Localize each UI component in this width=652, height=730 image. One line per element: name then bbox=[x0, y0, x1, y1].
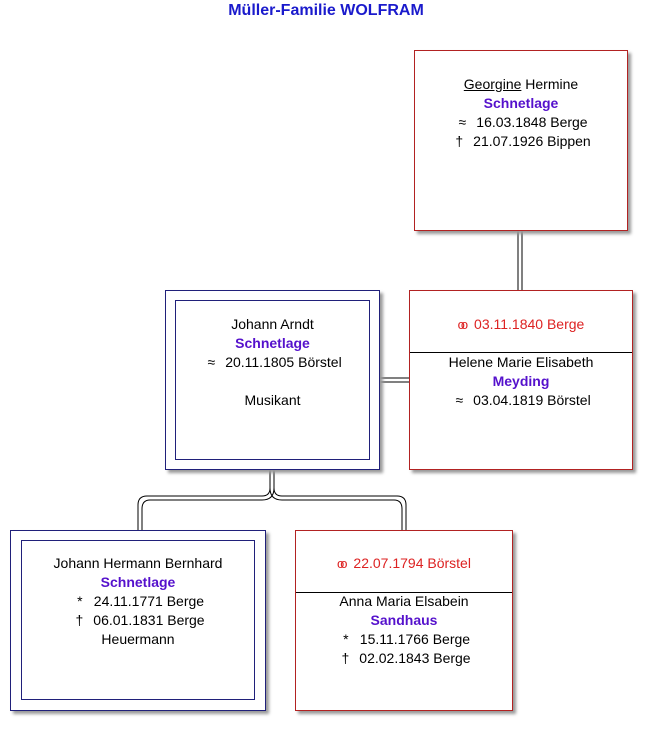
johann-hermann-birth: 24.11.1771 Berge bbox=[93, 593, 205, 609]
marriage-rings-icon: oo bbox=[337, 556, 348, 571]
baptism-icon: ≈ bbox=[455, 392, 464, 408]
person-box-johann-arndt[interactable]: Johann Arndt Schnetlage ≈ 20.11.1805 Bör… bbox=[165, 290, 380, 470]
anna-maria-death-line: † 02.02.1843 Berge bbox=[296, 649, 512, 668]
johann-arndt-given-names: Johann Arndt bbox=[231, 316, 314, 332]
johann-hermann-surname: Schnetlage bbox=[100, 574, 176, 590]
georgine-baptism: 16.03.1848 Berge bbox=[476, 114, 588, 130]
inner-frame bbox=[21, 540, 255, 700]
baptism-icon: ≈ bbox=[207, 354, 216, 370]
anna-maria-given-names: Anna Maria Elsabein bbox=[339, 593, 469, 609]
marriage-1794-line: oo 22.07.1794 Börstel bbox=[296, 554, 512, 573]
johann-arndt-occupation: Musikant bbox=[244, 392, 301, 408]
johann-arndt-baptism: 20.11.1805 Börstel bbox=[225, 354, 342, 370]
connector-fork-right-inner bbox=[269, 469, 403, 530]
death-cross-icon: † bbox=[455, 133, 464, 149]
marriage-1794-date: 22.07.1794 Börstel bbox=[353, 555, 471, 571]
helene-baptism-line: ≈ 03.04.1819 Börstel bbox=[410, 391, 632, 410]
marriage-divider bbox=[296, 592, 512, 593]
helene-given-names: Helene Marie Elisabeth bbox=[448, 354, 594, 370]
person-box-johann-hermann[interactable]: Johann Hermann Bernhard Schnetlage * 24.… bbox=[10, 530, 266, 711]
georgine-surname: Schnetlage bbox=[483, 95, 559, 111]
johann-hermann-occupation: Heuermann bbox=[101, 631, 175, 647]
johann-hermann-death-line: † 06.01.1831 Berge bbox=[11, 611, 265, 630]
death-cross-icon: † bbox=[75, 612, 84, 628]
georgine-death: 21.07.1926 Bippen bbox=[473, 133, 591, 149]
georgine-callname: Georgine bbox=[463, 76, 522, 92]
connector-fork-left-inner bbox=[141, 469, 275, 530]
birth-star-icon: * bbox=[77, 593, 83, 609]
georgine-baptism-line: ≈ 16.03.1848 Berge bbox=[415, 113, 627, 132]
anna-maria-birth-line: * 15.11.1766 Berge bbox=[296, 630, 512, 649]
johann-arndt-baptism-line: ≈ 20.11.1805 Börstel bbox=[166, 353, 379, 372]
inner-frame bbox=[175, 300, 370, 460]
anna-maria-birth: 15.11.1766 Berge bbox=[359, 631, 471, 647]
baptism-icon: ≈ bbox=[458, 114, 467, 130]
johann-arndt-surname: Schnetlage bbox=[235, 335, 310, 351]
johann-hermann-death: 06.01.1831 Berge bbox=[93, 612, 205, 628]
georgine-name-line: Georgine Hermine bbox=[415, 75, 627, 94]
person-box-georgine[interactable]: Georgine Hermine Schnetlage ≈ 16.03.1848… bbox=[414, 50, 628, 231]
anna-maria-surname: Sandhaus bbox=[370, 612, 438, 628]
georgine-death-line: † 21.07.1926 Bippen bbox=[415, 132, 627, 151]
connector-fork-right-outer bbox=[273, 469, 407, 530]
helene-baptism: 03.04.1819 Börstel bbox=[473, 392, 591, 408]
marriage-rings-icon: oo bbox=[457, 317, 469, 332]
johann-hermann-birth-line: * 24.11.1771 Berge bbox=[11, 592, 265, 611]
marriage-divider bbox=[410, 352, 632, 353]
marriage-1840-date: 03.11.1840 Berge bbox=[474, 316, 585, 332]
birth-star-icon: * bbox=[343, 631, 349, 647]
page-title: Müller-Familie WOLFRAM bbox=[228, 2, 424, 19]
marriage-1840-line: oo 03.11.1840 Berge bbox=[410, 315, 632, 334]
johann-hermann-given-names: Johann Hermann Bernhard bbox=[53, 555, 223, 571]
death-cross-icon: † bbox=[341, 650, 350, 666]
georgine-second-name: Hermine bbox=[525, 76, 579, 92]
connector-fork-left-outer bbox=[137, 469, 271, 530]
anna-maria-death: 02.02.1843 Berge bbox=[359, 650, 471, 666]
marriage-box-1794[interactable]: oo 22.07.1794 Börstel Anna Maria Elsabei… bbox=[295, 530, 513, 711]
helene-surname: Meyding bbox=[492, 373, 550, 389]
marriage-box-1840[interactable]: oo 03.11.1840 Berge Helene Marie Elisabe… bbox=[409, 290, 633, 470]
